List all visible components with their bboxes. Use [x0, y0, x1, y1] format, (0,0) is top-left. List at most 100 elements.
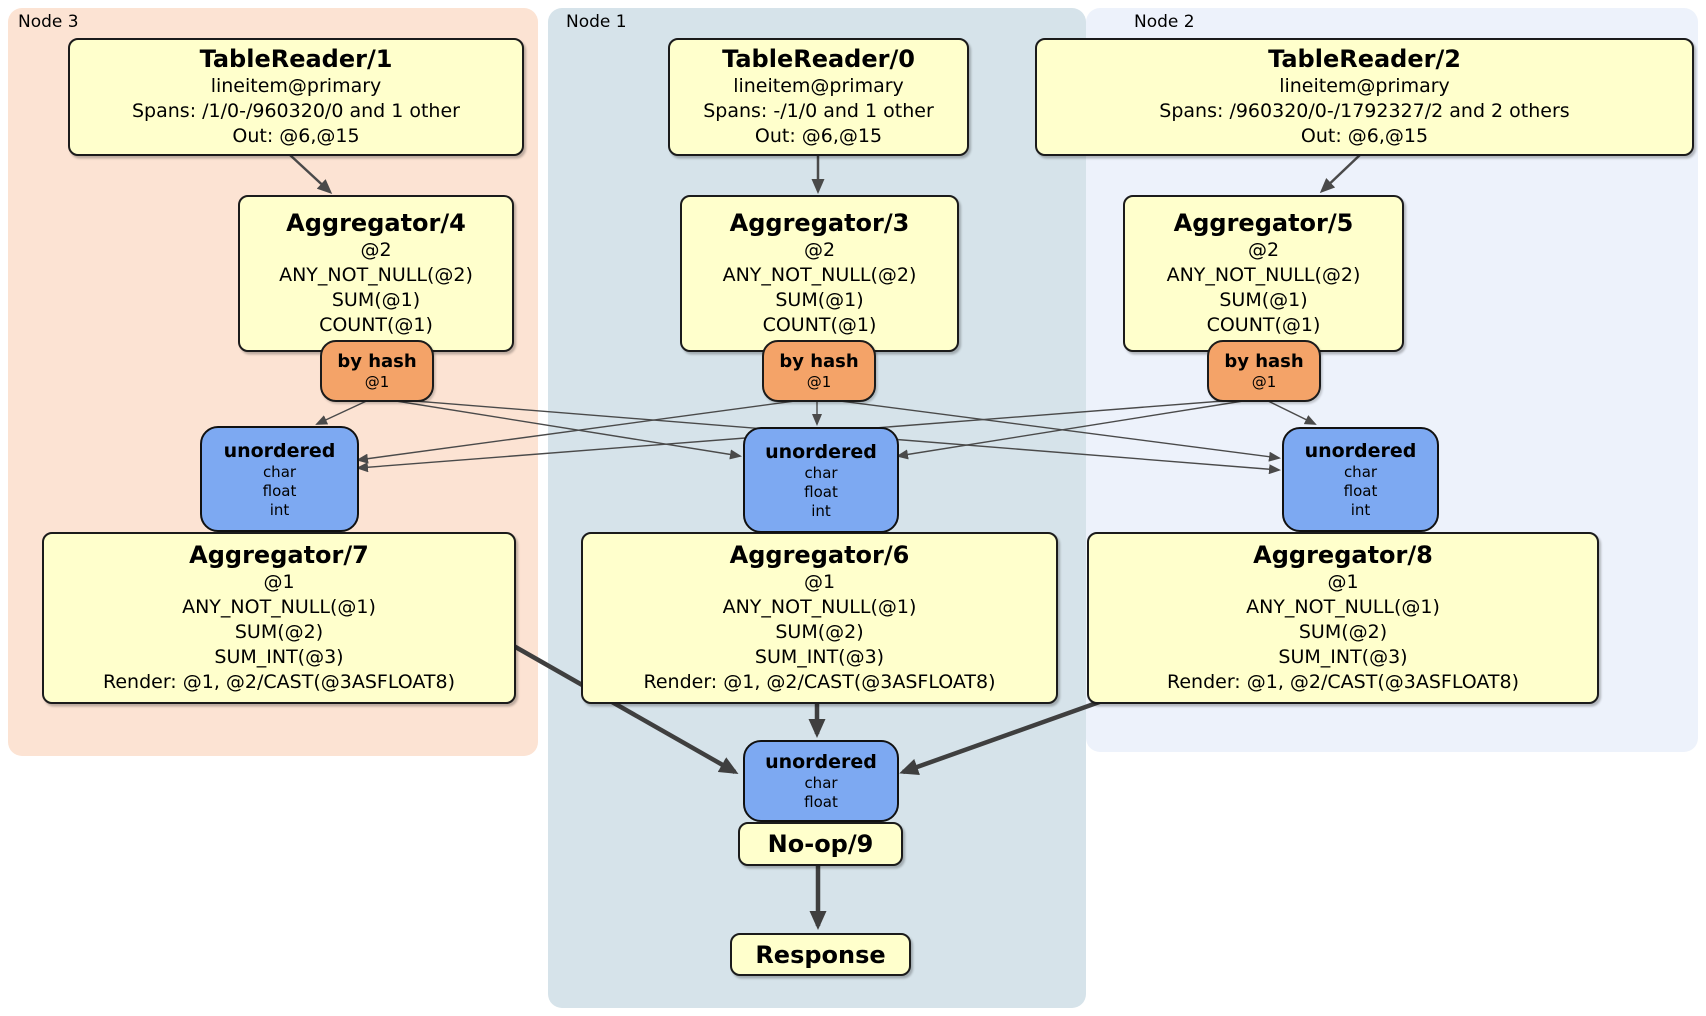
processor-line: Render: @1, @2/CAST(@3ASFLOAT8)	[643, 671, 996, 693]
processor-line: COUNT(@1)	[762, 314, 877, 336]
tablereader-2-box: TableReader/2 lineitem@primary Spans: /9…	[1035, 38, 1694, 156]
unordered-sync-left: unordered char float int	[200, 426, 359, 532]
sync-column: char	[262, 462, 297, 481]
aggregator-7-box: Aggregator/7 @1 ANY_NOT_NULL(@1) SUM(@2)…	[42, 532, 516, 704]
aggregator-3-box: Aggregator/3 @2 ANY_NOT_NULL(@2) SUM(@1)…	[680, 195, 959, 352]
edge-router3-syncL	[315, 397, 374, 425]
processor-line: @2	[803, 239, 836, 261]
sync-title: unordered	[765, 751, 877, 773]
processor-line: SUM(@2)	[1298, 621, 1388, 643]
hash-router-node1: by hash @1	[762, 340, 876, 402]
processor-title: TableReader/0	[722, 45, 915, 73]
processor-line: SUM(@1)	[1219, 289, 1308, 311]
processor-line: SUM(@1)	[331, 289, 421, 311]
sync-column: char	[804, 774, 838, 792]
region-node1-label: Node 1	[566, 12, 627, 32]
processor-line: Render: @1, @2/CAST(@3ASFLOAT8)	[103, 671, 455, 693]
sync-column: float	[804, 482, 838, 501]
aggregator-5-box: Aggregator/5 @2 ANY_NOT_NULL(@2) SUM(@1)…	[1123, 195, 1404, 352]
processor-line: @1	[263, 571, 295, 593]
processor-title: Response	[755, 940, 886, 969]
edge-router1-syncL	[356, 397, 818, 464]
edge-agg7-syncB	[510, 643, 739, 774]
hash-router-node2: by hash @1	[1207, 340, 1321, 402]
processor-line: SUM(@2)	[234, 621, 324, 643]
region-node2-label: Node 2	[1134, 12, 1195, 32]
region-node3-label: Node 3	[18, 12, 79, 32]
response-box: Response	[730, 933, 911, 976]
processor-title: TableReader/2	[1268, 45, 1461, 73]
processor-line: ANY_NOT_NULL(@2)	[1166, 264, 1361, 286]
router-column: @1	[364, 373, 390, 391]
sync-column: float	[1343, 482, 1378, 500]
processor-line: SUM_INT(@3)	[1278, 646, 1408, 668]
processor-title: Aggregator/3	[729, 209, 910, 237]
processor-line: SUM_INT(@3)	[754, 646, 885, 668]
router-column: @1	[1251, 373, 1277, 391]
noop-9-box: No-op/9	[738, 822, 903, 866]
processor-line: SUM_INT(@3)	[214, 646, 344, 668]
processor-line: @1	[1327, 571, 1359, 593]
edge-router3-syncC	[376, 397, 742, 460]
edge-router5-syncC	[896, 397, 1263, 460]
processor-line: SUM(@2)	[775, 621, 864, 643]
sync-column: int	[1350, 501, 1371, 519]
processor-title: Aggregator/8	[1253, 541, 1433, 569]
sync-column: int	[811, 501, 831, 520]
processor-line: @2	[1247, 239, 1280, 261]
processor-line: Spans: /960320/0-/1792327/2 and 2 others	[1159, 100, 1570, 122]
processor-line: lineitem@primary	[1279, 75, 1450, 97]
processor-title: TableReader/1	[199, 45, 393, 73]
sync-column: float	[262, 481, 297, 500]
sync-title: unordered	[1304, 440, 1417, 462]
processor-line: COUNT(@1)	[1206, 314, 1321, 336]
router-title: by hash	[1224, 351, 1304, 372]
sync-title: unordered	[223, 439, 336, 462]
hash-router-node3: by hash @1	[320, 340, 434, 402]
router-column: @1	[806, 373, 832, 391]
aggregator-4-box: Aggregator/4 @2 ANY_NOT_NULL(@2) SUM(@1)…	[238, 195, 514, 352]
processor-title: No-op/9	[767, 830, 874, 858]
sync-column: int	[269, 500, 290, 519]
processor-line: ANY_NOT_NULL(@2)	[722, 264, 917, 286]
processor-line: Out: @6,@15	[232, 125, 360, 147]
tablereader-0-box: TableReader/0 lineitem@primary Spans: -/…	[668, 38, 969, 156]
processor-line: SUM(@1)	[775, 289, 864, 311]
processor-line: Spans: /1/0-/960320/0 and 1 other	[132, 100, 460, 122]
edge-router1-syncR	[816, 397, 1281, 462]
edge-router5-syncR	[1261, 397, 1317, 425]
edge-tr2-agg5	[1319, 152, 1363, 194]
processor-line: COUNT(@1)	[319, 314, 433, 336]
processor-title: Aggregator/4	[286, 209, 466, 237]
processor-line: ANY_NOT_NULL(@1)	[1246, 596, 1440, 618]
router-title: by hash	[337, 351, 417, 372]
aggregator-6-box: Aggregator/6 @1 ANY_NOT_NULL(@1) SUM(@2)…	[581, 532, 1058, 704]
processor-line: @1	[803, 571, 836, 593]
processor-line: @2	[360, 239, 392, 261]
sync-column: float	[804, 793, 838, 811]
processor-line: Out: @6,@15	[754, 125, 883, 147]
processor-line: Out: @6,@15	[1300, 125, 1429, 147]
edge-agg8-syncB	[899, 697, 1106, 775]
processor-line: ANY_NOT_NULL(@2)	[279, 264, 473, 286]
unordered-sync-right: unordered char float int	[1282, 427, 1439, 532]
edge-tr1-agg4	[289, 154, 333, 195]
processor-title: Aggregator/6	[729, 541, 910, 569]
unordered-sync-final: unordered char float	[743, 740, 899, 822]
tablereader-1-box: TableReader/1 lineitem@primary Spans: /1…	[68, 38, 524, 156]
router-title: by hash	[779, 351, 859, 372]
aggregator-8-box: Aggregator/8 @1 ANY_NOT_NULL(@1) SUM(@2)…	[1087, 532, 1599, 704]
processor-line: Render: @1, @2/CAST(@3ASFLOAT8)	[1167, 671, 1519, 693]
processor-line: Spans: -/1/0 and 1 other	[703, 100, 934, 122]
processor-line: lineitem@primary	[733, 75, 904, 97]
processor-line: lineitem@primary	[210, 75, 382, 97]
processor-line: ANY_NOT_NULL(@1)	[182, 596, 376, 618]
sync-title: unordered	[765, 440, 877, 463]
processor-title: Aggregator/7	[189, 541, 369, 569]
unordered-sync-center: unordered char float int	[743, 427, 899, 533]
processor-title: Aggregator/5	[1173, 209, 1354, 237]
processor-line: ANY_NOT_NULL(@1)	[722, 596, 917, 618]
sync-column: char	[804, 463, 838, 482]
sync-column: char	[1343, 463, 1378, 481]
